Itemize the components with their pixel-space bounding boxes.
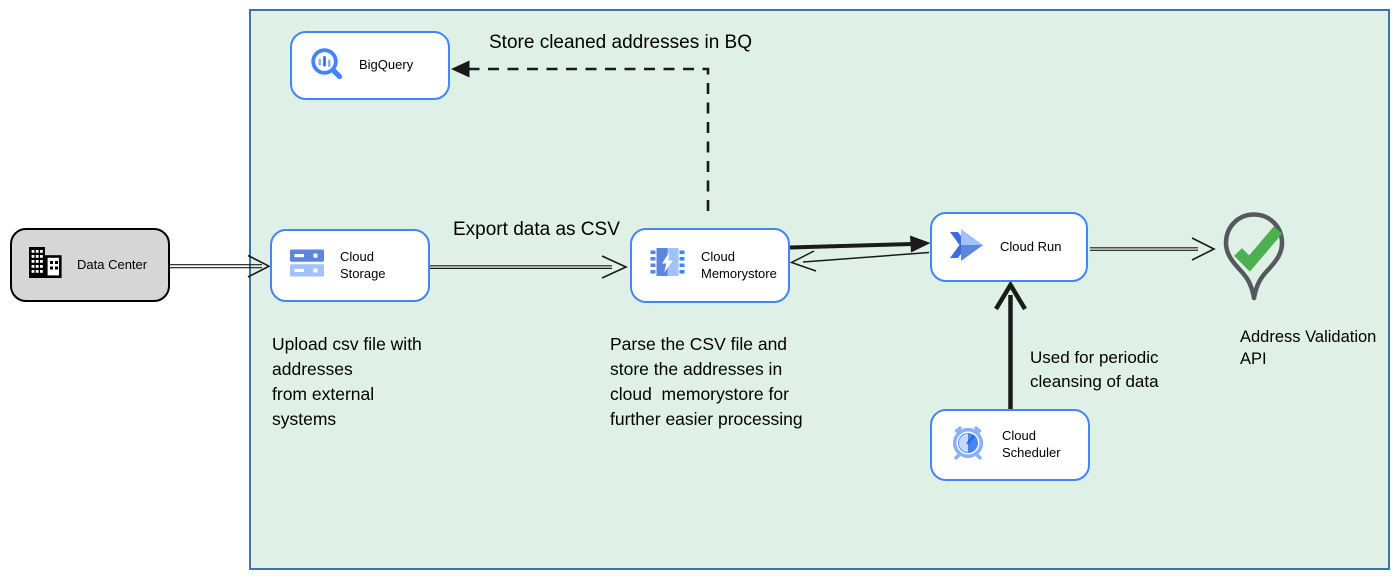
cloud-run-icon	[949, 228, 985, 267]
cloud-boundary-container	[249, 9, 1390, 570]
node-label: Cloud Memorystore	[701, 248, 777, 281]
edge-label-store-cleaned: Store cleaned addresses in BQ	[489, 32, 752, 53]
location-pin-check-icon	[1223, 212, 1285, 301]
node-label: Cloud Run	[1000, 238, 1062, 254]
node-label: Cloud Scheduler	[1002, 428, 1061, 460]
cloud-storage-icon	[289, 248, 325, 283]
node-cloud-storage[interactable]: Cloud Storage	[270, 229, 430, 302]
node-address-validation-api[interactable]	[1221, 210, 1287, 305]
node-cloud-run[interactable]: Cloud Run	[930, 212, 1088, 282]
address-validation-api-label: Address Validation API	[1240, 328, 1377, 368]
node-label: Cloud Storage	[340, 248, 386, 281]
edge-label-export-csv: Export data as CSV	[453, 219, 620, 240]
parse-note: Parse the CSV file and store the address…	[610, 334, 803, 429]
upload-note: Upload csv file with addresses from exte…	[272, 334, 422, 429]
bigquery-icon	[309, 46, 344, 86]
node-bigquery[interactable]: BigQuery	[290, 31, 450, 100]
node-data-center[interactable]: Data Center	[10, 228, 170, 302]
data-center-icon	[29, 247, 62, 283]
node-cloud-scheduler[interactable]: Cloud Scheduler	[930, 409, 1090, 481]
node-label: BigQuery	[359, 57, 414, 73]
node-cloud-memorystore[interactable]: Cloud Memorystore	[630, 228, 790, 303]
edge-label-periodic-cleansing: Used for periodic cleansing of data	[1030, 348, 1159, 391]
node-label: Data Center	[77, 256, 148, 272]
cloud-scheduler-icon	[949, 424, 987, 466]
cloud-memorystore-icon	[649, 246, 686, 285]
